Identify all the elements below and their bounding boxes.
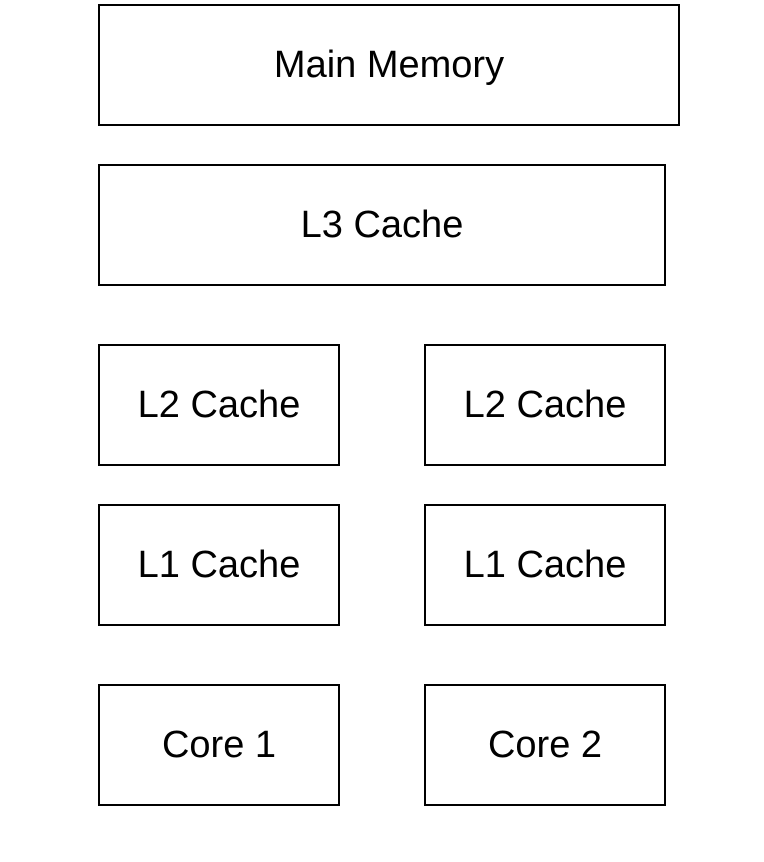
l3-cache-label: L3 Cache [300,203,464,246]
core-1-box: Core 1 [98,684,340,806]
l1-cache-box-core-1: L1 Cache [98,504,340,626]
l2-cache-box-core-2: L2 Cache [424,344,666,466]
l2-cache-label: L2 Cache [137,383,301,426]
main-memory-label: Main Memory [273,43,505,86]
l1-cache-label: L1 Cache [463,543,627,586]
core-label: Core 1 [161,723,277,766]
l2-cache-label: L2 Cache [463,383,627,426]
main-memory-box: Main Memory [98,4,680,126]
l2-cache-box-core-1: L2 Cache [98,344,340,466]
l1-cache-box-core-2: L1 Cache [424,504,666,626]
core-label: Core 2 [487,723,603,766]
core-2-box: Core 2 [424,684,666,806]
l1-cache-label: L1 Cache [137,543,301,586]
l3-cache-box: L3 Cache [98,164,666,286]
